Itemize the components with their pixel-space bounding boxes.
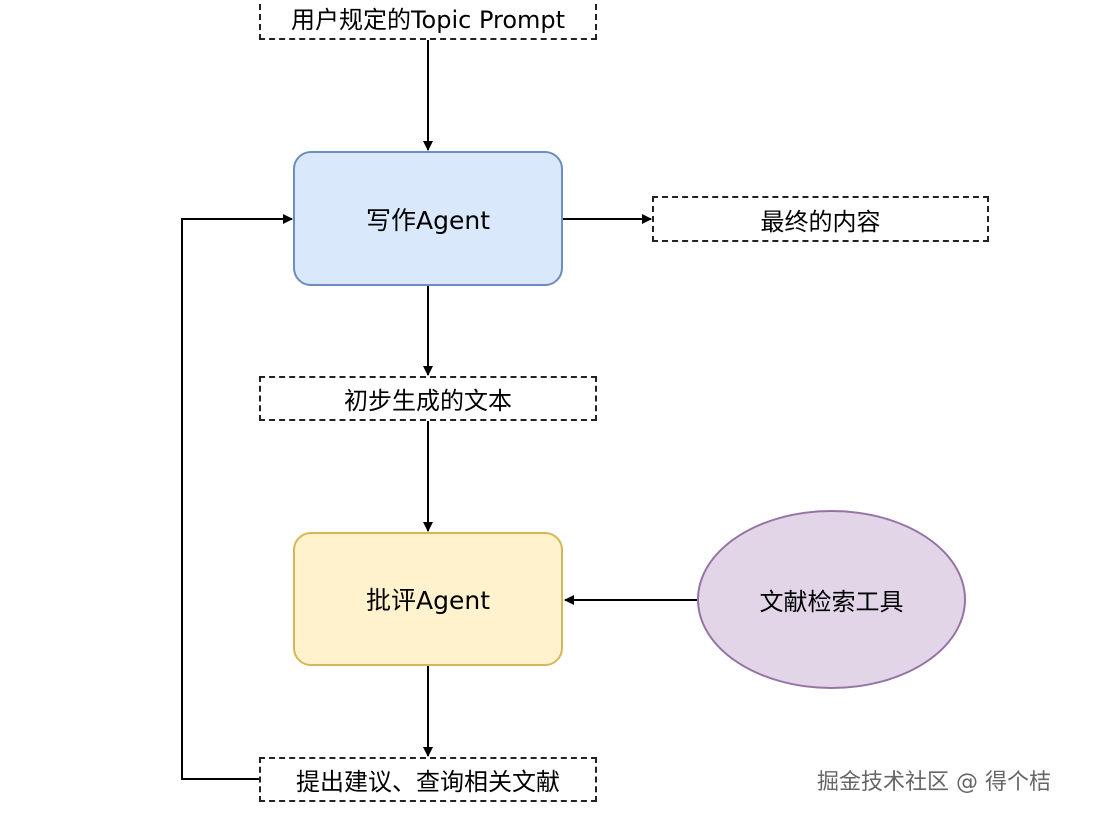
final-content-node: 最终的内容	[652, 196, 989, 242]
draft-text-node: 初步生成的文本	[259, 376, 597, 421]
literature-tool-node: 文献检索工具	[697, 510, 966, 689]
watermark: 掘金技术社区 @ 得个桔	[817, 770, 1051, 795]
writer-agent-node: 写作Agent	[293, 151, 563, 286]
edge-suggestions-to-writer	[181, 214, 293, 780]
critic-agent-node: 批评Agent	[293, 532, 563, 666]
topic-prompt-node: 用户规定的Topic Prompt	[259, 0, 597, 40]
suggestions-node: 提出建议、查询相关文献	[259, 757, 597, 802]
